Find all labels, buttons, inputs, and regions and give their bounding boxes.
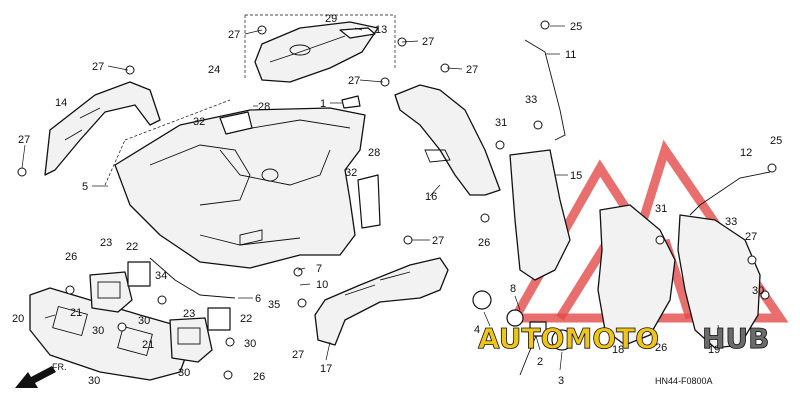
callout-26-mid: 26: [478, 237, 490, 249]
callout-labels: 29 13 27 27 24 27 27 27 25 11 14 28 1 33…: [12, 13, 782, 387]
watermark-brand-a: AUTOMOTO: [478, 322, 659, 355]
callout-5: 5: [82, 181, 88, 193]
callout-14: 14: [55, 97, 67, 109]
callout-11: 11: [565, 49, 576, 61]
callout-27-lower: 27: [432, 235, 444, 247]
callout-8: 8: [510, 283, 516, 295]
callout-31-right: 31: [655, 203, 667, 215]
headlight-housing-lower: [169, 317, 213, 363]
left-mudguard: [44, 81, 161, 176]
watermark-text: AUTOMOTO HUB: [478, 322, 770, 356]
callout-23-lower: 23: [183, 308, 195, 320]
callout-27-right: 27: [745, 231, 757, 243]
front-fender: [104, 99, 366, 269]
light-unit-22a: [127, 261, 151, 287]
diagram-code: HN44-F0800A: [655, 376, 713, 386]
callout-6: 6: [255, 293, 261, 305]
callout-27-far-left: 27: [18, 134, 30, 146]
callout-29: 29: [325, 13, 337, 25]
right-lower-fender: [314, 257, 449, 346]
callout-25-right: 25: [770, 135, 782, 147]
top-cover-panel: [244, 14, 396, 83]
callout-12: 12: [740, 147, 752, 159]
callout-30-far-bottom: 30: [88, 375, 100, 387]
callout-20: 20: [12, 313, 24, 325]
callout-30-bottom: 30: [178, 367, 190, 379]
callout-9: 9: [490, 333, 496, 345]
callout-30-upper: 30: [138, 315, 150, 327]
callout-32-left: 32: [193, 116, 205, 128]
callout-25-top: 25: [570, 21, 582, 33]
callout-26-right: 26: [655, 342, 667, 354]
rod-12: [689, 171, 771, 216]
cover-bracket-13: [339, 27, 376, 39]
callout-24: 24: [208, 64, 220, 76]
callout-26-bottom: 26: [253, 371, 265, 383]
callout-16: 16: [425, 191, 437, 203]
inner-panel-16: [394, 84, 501, 196]
callout-27-mid: 27: [466, 64, 478, 76]
headlight-housing-upper: [89, 271, 133, 313]
callout-21-lower: 21: [142, 339, 154, 351]
front-direction-arrow: FR.: [15, 362, 67, 388]
callout-34: 34: [155, 270, 167, 282]
callout-33-top: 33: [525, 94, 537, 106]
bulb-3: [551, 329, 573, 351]
callout-1: 1: [320, 98, 326, 110]
callout-18: 18: [612, 344, 624, 356]
grommet-4: [472, 290, 492, 310]
plate-28: [219, 111, 253, 135]
callout-22-lower: 22: [240, 313, 252, 325]
inner-panel-15: [509, 149, 571, 281]
leader-lines: [21, 25, 721, 371]
callout-13: 13: [375, 24, 387, 36]
callout-28: 28: [258, 101, 270, 113]
socket-2: [519, 321, 547, 376]
callout-28-right: 28: [368, 147, 380, 159]
callout-22-upper: 22: [126, 241, 138, 253]
callout-4: 4: [474, 324, 480, 336]
callout-27-top-right: 27: [422, 36, 434, 48]
callout-32-right: 32: [345, 167, 357, 179]
watermark-brand-b: HUB: [702, 322, 770, 355]
grommet-8: [506, 309, 524, 327]
callout-19: 19: [708, 344, 720, 356]
callout-27-center: 27: [348, 75, 360, 87]
callout-17: 17: [320, 363, 332, 375]
callout-31-top: 31: [495, 117, 507, 129]
callout-23-upper: 23: [100, 237, 112, 249]
plate-29: [357, 174, 381, 229]
plate-1: [341, 95, 361, 109]
callout-33-right: 33: [725, 216, 737, 228]
callout-26-left: 26: [65, 251, 77, 263]
mudguard-19: [677, 214, 761, 349]
callout-2: 2: [537, 356, 543, 368]
bolts: [17, 20, 777, 380]
callout-10: 10: [316, 279, 328, 291]
callout-21-upper: 21: [70, 307, 82, 319]
callout-30-right: 30: [752, 285, 764, 297]
callout-3: 3: [558, 375, 564, 387]
rod-11: [524, 39, 566, 141]
callout-35: 35: [268, 299, 280, 311]
callout-15: 15: [570, 170, 582, 182]
light-unit-22b: [207, 307, 231, 331]
front-bumper: [29, 287, 191, 381]
direction-label: FR.: [52, 362, 67, 372]
callout-30-left: 30: [92, 325, 104, 337]
callout-27-top-left: 27: [228, 29, 240, 41]
callout-27-left: 27: [92, 61, 104, 73]
callout-7: 7: [316, 263, 322, 275]
callout-27-bottom: 27: [292, 349, 304, 361]
wire-harness-6: [149, 257, 236, 299]
callout-30-lower: 30: [244, 338, 256, 350]
